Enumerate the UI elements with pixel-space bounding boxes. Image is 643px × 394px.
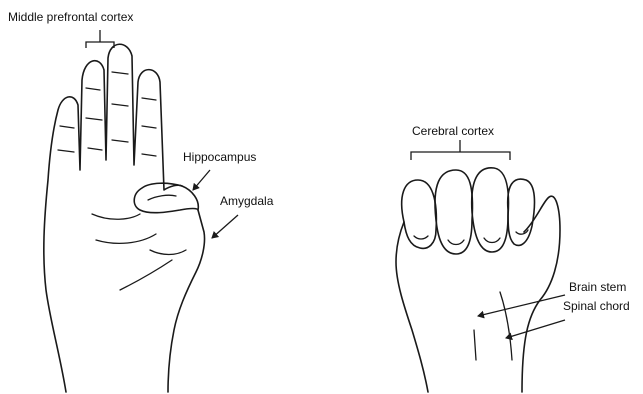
label-hippocampus: Hippocampus [183, 150, 256, 164]
open-hand-illustration [44, 44, 205, 392]
tucked-thumb [134, 183, 198, 213]
cerebral-bracket [411, 140, 510, 160]
fist-finger-2 [435, 170, 473, 254]
fist-outline [396, 196, 560, 392]
fist-illustration [396, 168, 560, 392]
fist-finger-4 [508, 179, 535, 245]
label-cerebral-cortex: Cerebral cortex [412, 124, 494, 138]
hippocampus-arrow [193, 170, 210, 190]
spinal-chord-arrow [506, 320, 565, 338]
prefrontal-bracket [86, 30, 114, 48]
fist-finger-1 [402, 180, 437, 248]
fist-finger-3 [472, 168, 509, 252]
amygdala-arrow [212, 215, 238, 238]
label-middle-prefrontal-cortex: Middle prefrontal cortex [8, 10, 133, 24]
label-spinal-chord: Spinal chord [563, 299, 630, 313]
open-hand-outline [44, 44, 205, 392]
brain-stem-arrow [478, 295, 565, 316]
label-amygdala: Amygdala [220, 194, 274, 208]
label-brain-stem: Brain stem [569, 280, 626, 294]
